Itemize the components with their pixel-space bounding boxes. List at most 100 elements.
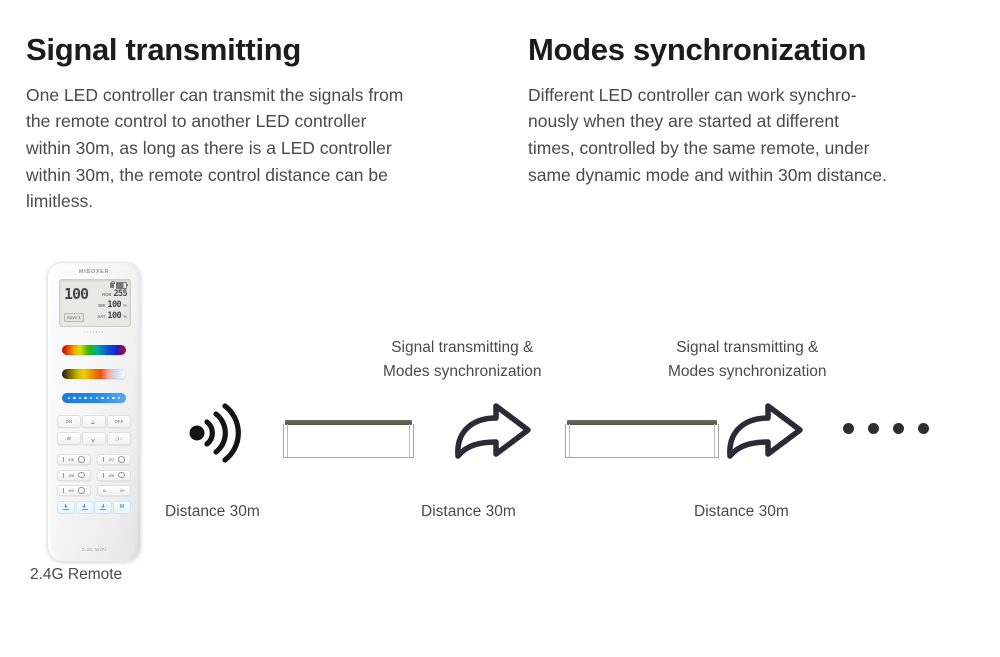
zone-row-2: 3/8 4/9 [57,469,131,481]
zone-label: 5/0 [68,488,75,493]
dot [893,423,904,434]
section-modes-synchronization: Modes synchronization Different LED cont… [528,32,978,188]
brightness-slider[interactable] [62,393,126,403]
speed-minus-label: S- [103,488,107,493]
bar-icon [103,472,105,478]
paragraph-signal-transmitting: One LED controller can transmit the sign… [26,82,496,215]
signal-waves-icon [186,402,248,464]
page-title-signal-transmitting: Signal transmitting [26,32,302,67]
dot [918,423,929,434]
slider-dot [67,396,70,400]
slider-dot [112,396,115,400]
lcd-save-slot: Save 1 [64,313,84,322]
save-icon [100,504,107,510]
lcd-label: BRI [98,303,106,308]
paragraph-line: the remote control to another LED contro… [26,111,367,132]
paragraph-line: One LED controller can transmit the sign… [26,84,404,105]
brightness-down-button[interactable] [82,432,106,445]
remote-lcd-display: 100 RGB 255 BRI 100 % SAT 100 % [59,279,131,327]
saturation-slider[interactable] [62,369,126,379]
dot [868,423,879,434]
save-button-1[interactable] [57,500,75,514]
sync-label-line: Modes synchronization [668,363,827,381]
off-button[interactable]: OFF [107,415,131,428]
ring-icon [78,456,85,463]
lcd-main-value: 100 [64,285,89,303]
lcd-label: RGB [102,292,112,297]
controller-seam-right [714,424,715,458]
save-icon [81,504,88,510]
zone-row-1: 1/6 2/7 [57,454,131,465]
remote-speaker-grille [84,331,104,333]
hue-slider[interactable] [62,345,126,355]
sync-label-1: Signal transmitting & Modes synchronizat… [383,336,542,384]
remote-body: MiBOXER 100 RGB 255 BRI 100 % SAT [47,262,141,562]
distance-label-2: Distance 30m [421,503,516,520]
ring-icon [118,471,125,479]
sync-label-line: Signal transmitting & [676,339,819,356]
ring-icon [78,471,85,479]
save-icon [63,504,69,510]
sync-label-line: Modes synchronization [383,363,542,381]
lcd-status-icons [110,280,128,289]
remote-footer-brand: 2.4G WiFi [81,547,107,552]
on-button[interactable]: ON [57,415,81,428]
slider-dot [84,396,87,400]
bar-icon [103,457,105,462]
zone-button-2-7[interactable]: 2/7 [97,454,131,465]
slider-dot [106,396,110,400]
remote-button-grid: ON OFF W △/☆ [57,415,131,514]
distance-label-3: Distance 30m [694,503,789,520]
led-controller-1 [283,420,414,458]
save-button-2[interactable] [75,500,94,514]
mode-icon: M [119,504,125,510]
lcd-unit: % [122,314,127,319]
zone-button-5-0[interactable]: 5/0 [57,485,91,496]
button-row-power: ON OFF [57,415,131,428]
paragraph-line: within 30m, as long as there is a LED co… [26,137,392,158]
controller-face [565,424,719,458]
bar-icon [63,472,65,478]
speed-button[interactable]: S- S+ [97,485,131,496]
controller-seam-left [569,424,570,458]
slider-dot [95,396,98,400]
continuation-dots [843,423,929,434]
brightness-up-button[interactable] [82,415,106,428]
led-controller-2 [565,420,719,458]
lcd-row-saturation: SAT 100 % [97,311,127,321]
page-title-modes-synchronization: Modes synchronization [528,32,867,67]
slider-dot [73,396,76,400]
paragraph-line: limitless. [26,191,94,212]
zone-label: 2/7 [108,457,115,462]
mode-button[interactable]: M [112,500,131,514]
lcd-value: 255 [113,289,127,299]
save-button-3[interactable] [94,500,113,514]
zone-label: 1/6 [68,457,75,462]
battery-icon [116,282,128,289]
button-row-white: W △/☆ [57,432,131,445]
slider-dot [89,396,93,400]
sun-moon-icon: △/☆ [114,436,124,441]
distance-label-1: Distance 30m [165,503,260,520]
forward-arrow-icon-2 [724,400,806,462]
white-button[interactable]: W [57,432,81,445]
zone-button-4-9[interactable]: 4/9 [97,469,131,481]
zone-button-3-8[interactable]: 3/8 [57,469,91,481]
zone-label: 3/8 [68,472,75,478]
section-signal-transmitting: Signal transmitting One LED controller c… [26,32,496,215]
sun-moon-button[interactable]: △/☆ [107,432,131,445]
sync-label-line: Signal transmitting & [391,339,534,356]
controller-top-edge [567,420,717,425]
controller-seam-left [287,424,288,458]
paragraph-line: nously when they are started at differen… [528,111,839,132]
ring-icon [118,456,125,463]
remote-control-illustration: MiBOXER 100 RGB 255 BRI 100 % SAT [47,262,141,562]
memory-button-row: M [57,500,131,514]
lcd-unit: % [122,303,127,308]
lcd-value: 100 [107,300,121,310]
zone-label: 4/9 [108,472,115,478]
lcd-label: SAT [97,314,106,319]
zone-button-1-6[interactable]: 1/6 [57,454,91,465]
up-arrow-icon [91,419,96,424]
